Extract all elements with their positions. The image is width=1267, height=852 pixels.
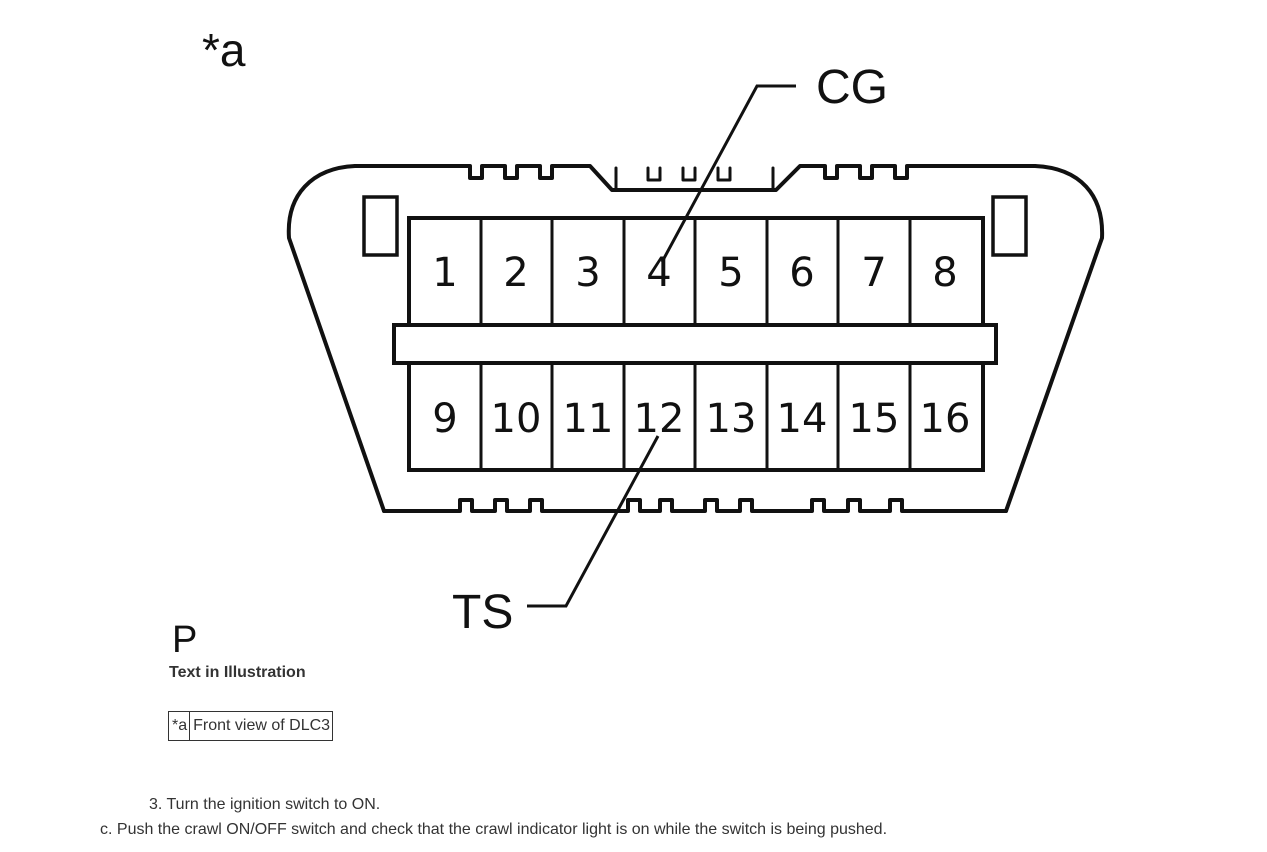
pin-number: 1 — [432, 250, 457, 296]
pin-row-top: 1 2 3 4 5 6 7 8 — [432, 250, 957, 296]
legend-table: *a Front view of DLC3 — [167, 711, 334, 741]
dlc3-connector-illustration: *a 1 — [172, 24, 1105, 660]
left-latch-tab — [362, 195, 399, 257]
legend-row: *a Front view of DLC3 — [167, 711, 334, 741]
pin-number: 14 — [777, 396, 828, 442]
pin-number: 3 — [575, 250, 600, 296]
pin-dividers — [479, 218, 912, 470]
pin-number: 4 — [646, 250, 671, 296]
pin-number: 6 — [789, 250, 814, 296]
pin-number: 13 — [706, 396, 757, 442]
pin-number: 12 — [634, 396, 685, 442]
pin-number: 11 — [563, 396, 614, 442]
illustration-corner-letter: P — [172, 619, 197, 660]
pin-number: 9 — [432, 396, 457, 442]
legend-title: Text in Illustration — [169, 664, 306, 681]
pin-number: 8 — [932, 250, 957, 296]
pin-number: 15 — [849, 396, 900, 442]
ts-callout-label: TS — [452, 586, 513, 639]
illustration-ref-label: *a — [202, 24, 246, 76]
pin-row-bottom: 9 10 11 12 13 14 15 16 — [432, 396, 970, 442]
legend-description: Front view of DLC3 — [189, 711, 334, 741]
pin-number: 2 — [503, 250, 528, 296]
cg-callout-label: CG — [816, 61, 888, 114]
cg-leader-line — [660, 84, 796, 263]
ts-leader-line — [527, 435, 660, 608]
legend-key: *a — [167, 711, 191, 741]
pin-number: 5 — [718, 250, 743, 296]
right-latch-tab — [991, 195, 1028, 257]
step-c-text: c. Push the crawl ON/OFF switch and chec… — [100, 821, 888, 838]
step-3-text: 3. Turn the ignition switch to ON. — [149, 796, 381, 813]
pin-number: 16 — [920, 396, 971, 442]
pin-number: 7 — [861, 250, 886, 296]
pin-number: 10 — [491, 396, 542, 442]
connector-body — [286, 164, 1105, 513]
